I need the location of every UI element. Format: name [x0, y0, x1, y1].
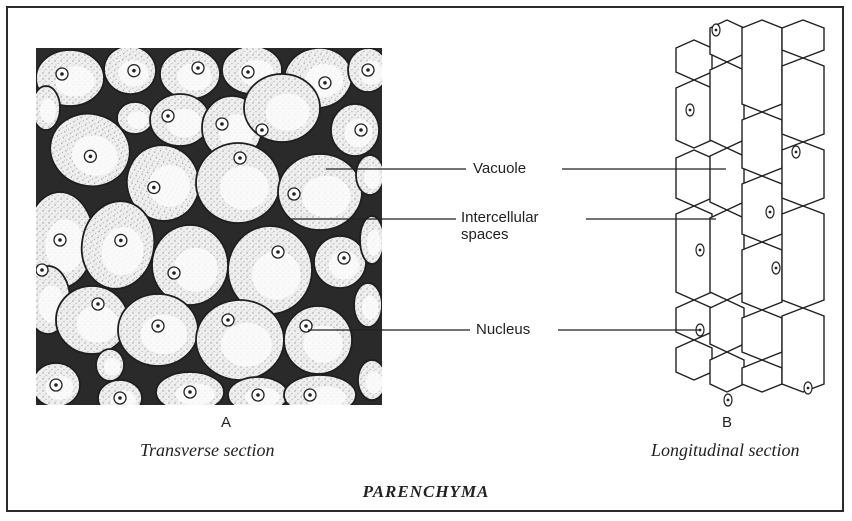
nucleus-label: Nucleus	[476, 321, 530, 338]
parenchyma-cell	[98, 380, 142, 416]
elongated-cell	[742, 310, 782, 360]
parenchyma-cell	[314, 236, 366, 288]
parenchyma-cell	[331, 104, 379, 156]
parenchyma-cell	[196, 143, 280, 223]
panel-a-letter: A	[221, 414, 231, 431]
elongated-cell	[782, 142, 824, 206]
parenchyma-cell	[156, 372, 224, 412]
elongated-cell	[742, 20, 782, 112]
elongated-cell	[782, 20, 824, 58]
elongated-cell	[710, 62, 744, 148]
parenchyma-cell	[348, 48, 388, 92]
elongated-cell	[782, 58, 824, 142]
parenchyma-cell	[360, 216, 384, 264]
elongated-cell	[742, 176, 782, 242]
elongated-cell	[742, 242, 782, 310]
elongated-cell	[676, 150, 712, 206]
transverse-section-drawing	[26, 42, 388, 416]
intercellular-spaces-label: Intercellular spaces	[461, 209, 539, 243]
parenchyma-cell	[228, 377, 288, 413]
panel-b-caption: Longitudinal section	[651, 440, 800, 461]
panel-a-caption: Transverse section	[140, 440, 275, 461]
parenchyma-cell	[284, 375, 356, 415]
parenchyma-cell	[32, 86, 60, 130]
elongated-cell	[710, 210, 744, 300]
parenchyma-cell	[160, 49, 220, 99]
parenchyma-cell	[356, 155, 384, 195]
elongated-cell	[676, 40, 712, 80]
elongated-cell	[676, 206, 712, 300]
elongated-cell	[710, 148, 744, 210]
elongated-cell	[742, 360, 782, 392]
elongated-cell	[742, 112, 782, 176]
elongated-cell	[782, 308, 824, 392]
panel-b-letter: B	[722, 414, 732, 431]
parenchyma-cell	[152, 225, 228, 305]
elongated-cell	[710, 352, 744, 392]
elongated-cell	[676, 300, 712, 340]
parenchyma-cell	[244, 74, 320, 142]
parenchyma-cell	[354, 283, 382, 327]
vacuole-label: Vacuole	[473, 160, 526, 177]
elongated-cell	[710, 300, 744, 352]
parenchyma-cell	[196, 300, 284, 380]
parenchyma-cell	[117, 102, 153, 134]
parenchyma-cell	[32, 363, 80, 407]
parenchyma-cell	[284, 306, 352, 374]
elongated-cell	[676, 340, 712, 380]
parenchyma-cell	[56, 286, 128, 354]
elongated-cell	[676, 80, 712, 148]
elongated-cell	[782, 206, 824, 308]
parenchyma-cell	[118, 294, 198, 366]
diagram-title: PARENCHYMA	[0, 482, 852, 502]
parenchyma-cell	[358, 360, 386, 400]
parenchyma-cell	[96, 349, 124, 381]
longitudinal-section-drawing	[676, 20, 824, 406]
parenchyma-cell	[150, 94, 210, 146]
